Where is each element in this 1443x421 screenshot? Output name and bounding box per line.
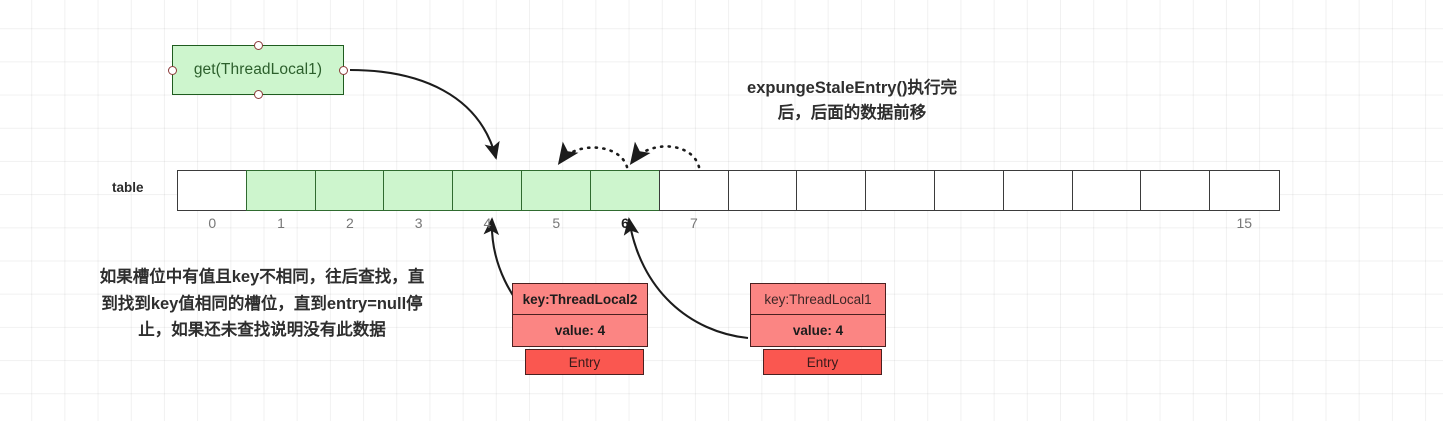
entry-key-label: key:ThreadLocal2 — [512, 283, 648, 316]
shift-arc-6-to-5 — [557, 141, 629, 169]
title-note-line-1: expungeStaleEntry()执行完 — [747, 79, 957, 97]
table-index-label-15: 15 — [1236, 215, 1253, 231]
table-slot-2[interactable] — [314, 170, 386, 211]
table-slot-4[interactable] — [452, 170, 523, 211]
entry-value-label: value: 4 — [512, 314, 648, 348]
table-index-label-0: 0 — [208, 215, 217, 231]
table-slot-1[interactable] — [245, 170, 317, 211]
table-index-label-3: 3 — [414, 215, 423, 231]
hint-note-line-2: 到找到key值相同的槽位，直到entry=null停 — [101, 294, 423, 313]
table-index-label-1: 1 — [277, 215, 285, 231]
entry-box-threadlocal2[interactable]: key:ThreadLocal2 value: 4 Entry — [512, 283, 648, 376]
table-slot-7[interactable] — [658, 170, 730, 211]
table-slot-8[interactable] — [727, 170, 798, 211]
title-note: expungeStaleEntry()执行完 后，后面的数据前移 — [697, 76, 1007, 126]
table-slot-9[interactable] — [796, 170, 867, 211]
entry-value-label: value: 4 — [750, 314, 886, 348]
table-slot-11[interactable] — [933, 170, 1005, 211]
hint-note-line-1: 如果槽位中有值且key不相同，往后查找，直 — [99, 268, 425, 286]
entry-footer-label: Entry — [763, 349, 882, 376]
connector-handle-top[interactable] — [253, 41, 263, 50]
table-slot-5[interactable] — [521, 170, 592, 211]
connector-handle-left[interactable] — [168, 65, 177, 75]
hint-note-line-3: 止，如果还未查找说明没有此数据 — [138, 321, 386, 339]
table-slot-0[interactable] — [177, 170, 248, 211]
table-label: table — [112, 180, 144, 195]
title-note-line-2: 后，后面的数据前移 — [777, 104, 927, 122]
table-slot-15[interactable] — [1209, 170, 1280, 211]
entry-box-threadlocal1[interactable]: key:ThreadLocal1 value: 4 Entry — [750, 283, 886, 376]
connector-handle-bottom[interactable] — [253, 90, 263, 99]
entry-footer-label: Entry — [525, 349, 644, 376]
table-index-label-2: 2 — [345, 215, 354, 231]
get-threadlocal-node[interactable]: get(ThreadLocal1) — [168, 41, 348, 99]
connector-handle-right[interactable] — [339, 65, 348, 75]
arrow-get-to-slot4 — [349, 68, 500, 160]
table-slot-row — [177, 170, 1280, 211]
table-index-label-7: 7 — [689, 215, 698, 231]
table-slot-3[interactable] — [383, 170, 454, 211]
table-slot-6[interactable] — [589, 170, 661, 211]
shift-arc-7-to-6 — [629, 141, 701, 169]
table-index-label-5: 5 — [552, 215, 561, 231]
table-slot-14[interactable] — [1140, 170, 1211, 211]
table-index-label-6: 6 — [621, 215, 629, 231]
table-slot-10[interactable] — [865, 170, 936, 211]
table-index-label-4: 4 — [483, 215, 492, 231]
hint-note: 如果槽位中有值且key不相同，往后查找，直 到找到key值相同的槽位，直到ent… — [48, 264, 476, 344]
table-slot-12[interactable] — [1002, 170, 1074, 211]
entry-key-label: key:ThreadLocal1 — [750, 283, 886, 316]
get-node-label: get(ThreadLocal1) — [193, 61, 323, 78]
table-slot-13[interactable] — [1071, 170, 1143, 211]
